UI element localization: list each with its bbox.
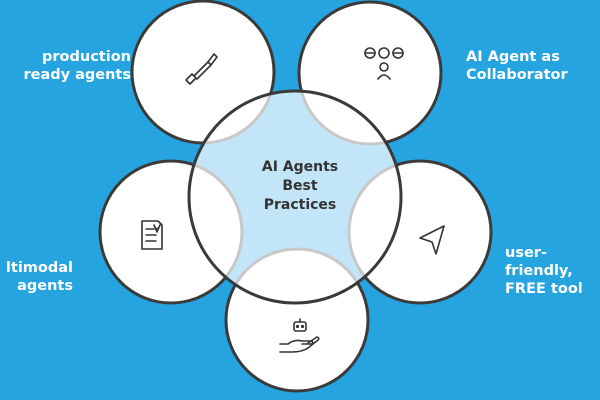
document-icon: [141, 220, 163, 250]
circle-center: [187, 89, 403, 305]
label-user-friendly-tool: user- friendly, FREE tool: [505, 244, 583, 298]
label-line: friendly,: [505, 263, 573, 279]
center-title-line: Best: [282, 178, 318, 194]
label-line: ltimodal: [5, 260, 73, 276]
label-line: user-: [505, 245, 547, 261]
center-title: AI Agents Best Practices: [225, 158, 375, 215]
label-ai-agent-collaborator: AI Agent as Collaborator: [466, 48, 568, 84]
center-title-line: Practices: [263, 197, 337, 213]
center-title-line: AI Agents: [261, 159, 339, 175]
label-production-ready-agents: production ready agents: [23, 48, 131, 84]
label-line: ready agents: [23, 67, 131, 83]
label-line: Collaborator: [466, 67, 568, 83]
label-line: agents: [17, 278, 73, 294]
user-group-icon: [364, 47, 404, 80]
label-line: production: [42, 49, 131, 65]
navigation-arrow-icon: [419, 225, 445, 255]
label-line: FREE tool: [505, 281, 583, 297]
label-multimodal-agents: ltimodal agents: [6, 259, 73, 295]
robot-hand-icon: [279, 318, 320, 353]
label-line: AI Agent as: [466, 49, 560, 65]
paintbrush-icon: [185, 53, 218, 85]
